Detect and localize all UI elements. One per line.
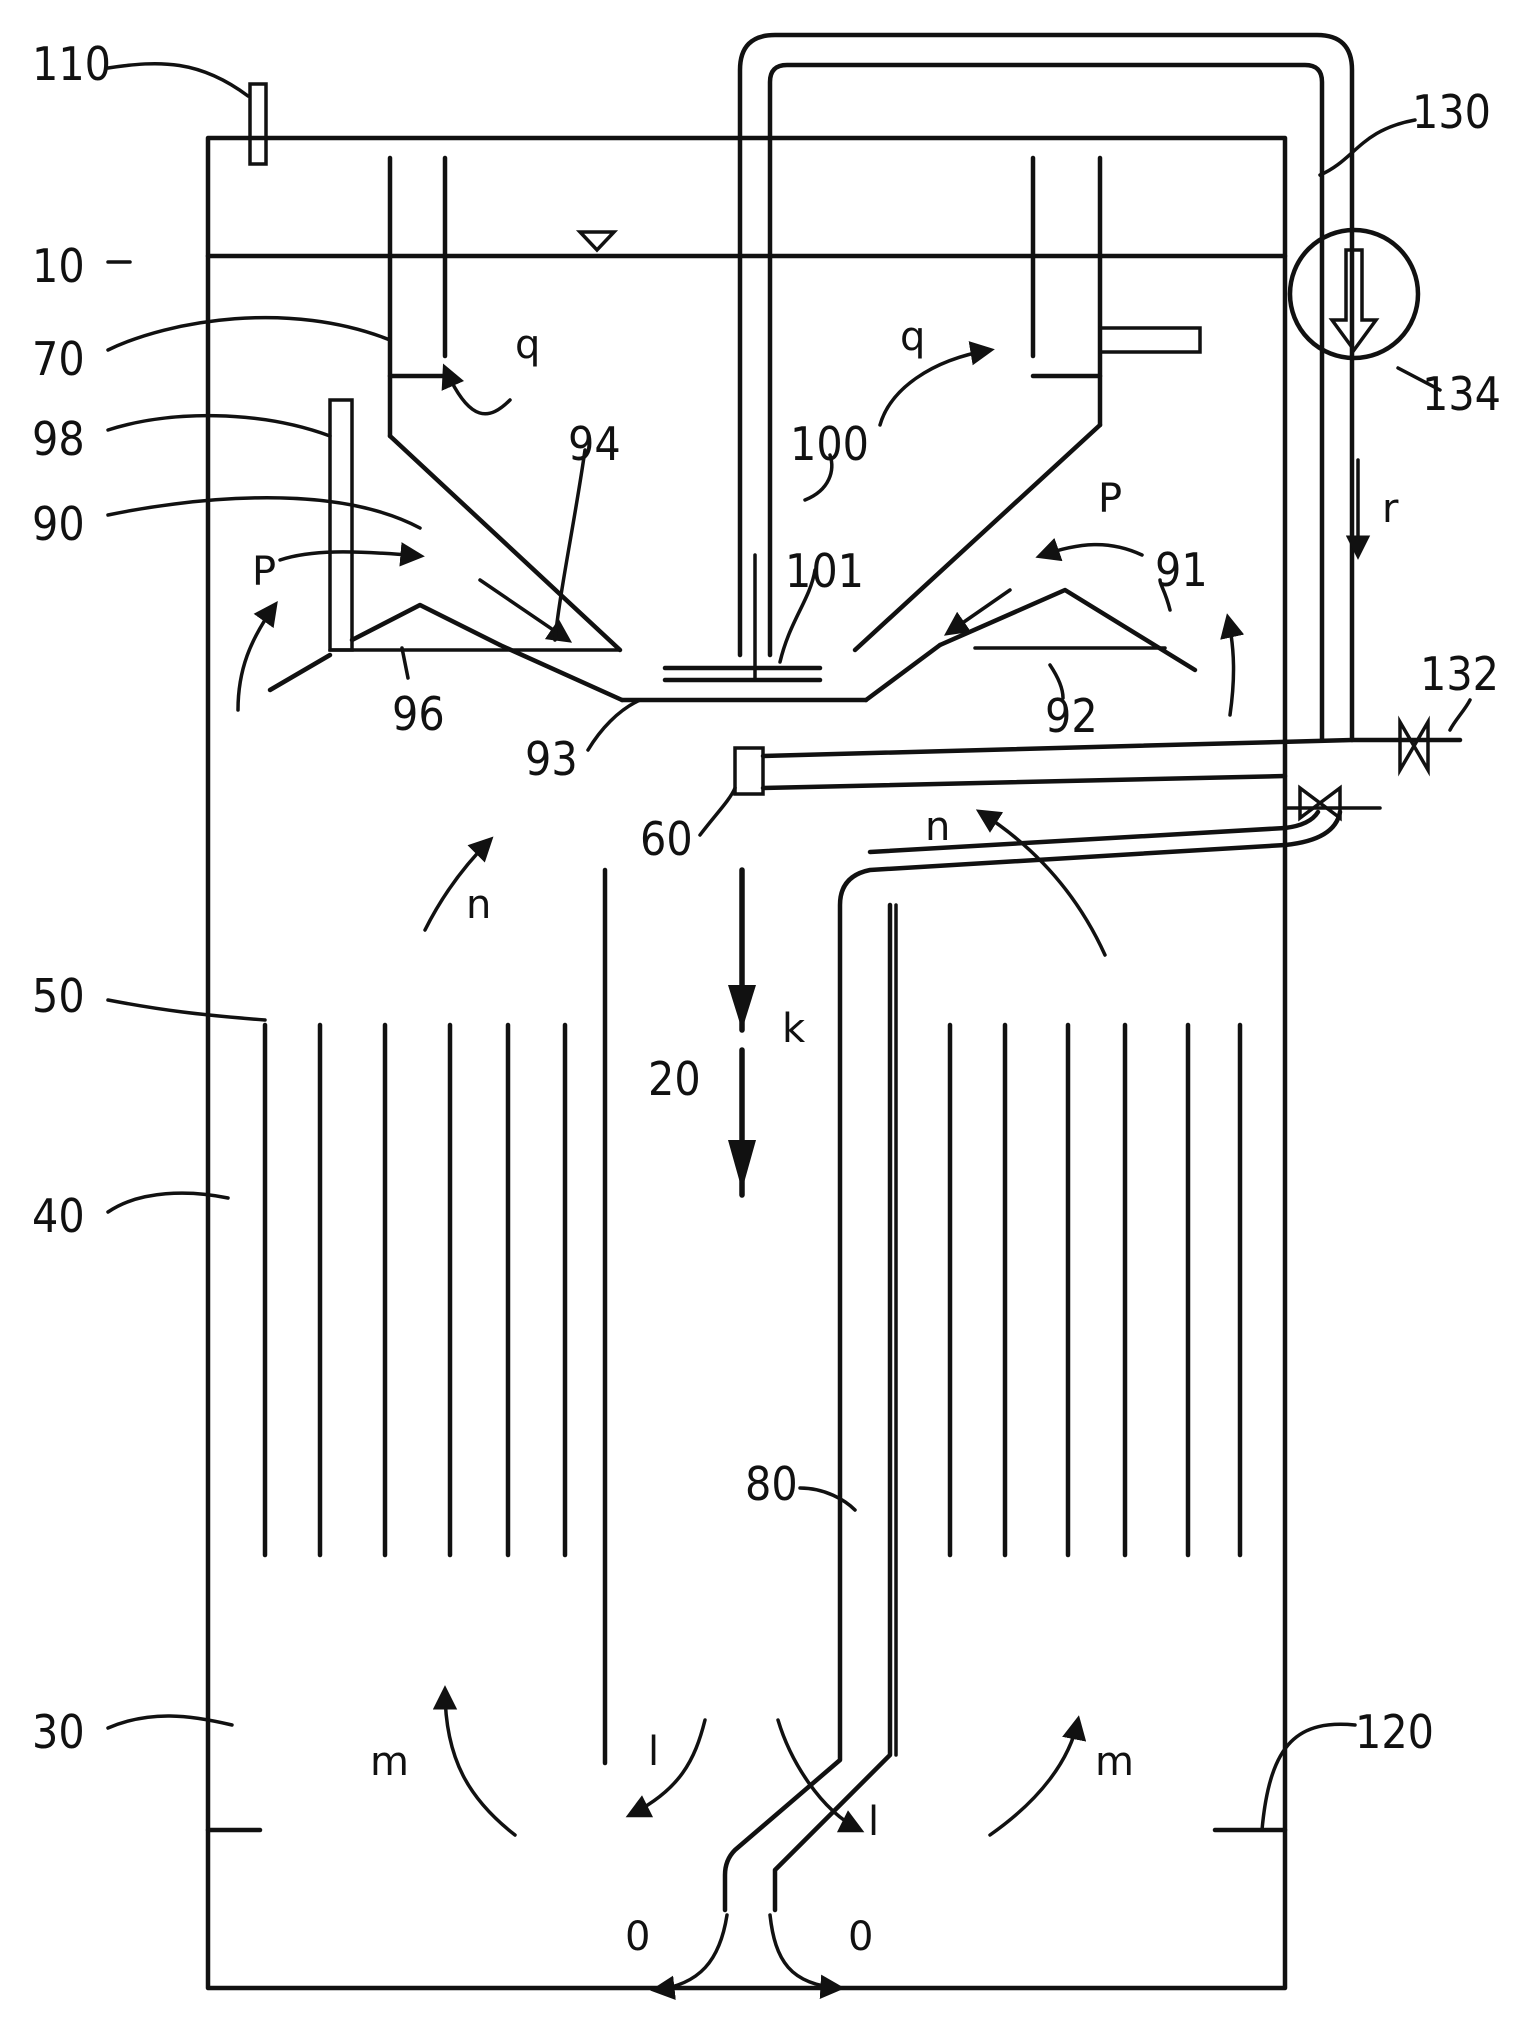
flow-meter-134 (1287, 227, 1421, 361)
leader-110 (106, 61, 250, 98)
flow-o-left: 0 (625, 1914, 650, 1960)
downflow-arrows (728, 867, 756, 1198)
flow-q-left: q (515, 322, 540, 368)
flow-l-left: l (648, 1729, 659, 1775)
label-70: 70 (32, 332, 85, 386)
label-10: 10 (32, 239, 85, 293)
right-lamella-plates (947, 1022, 1243, 1558)
label-40: 40 (32, 1189, 85, 1243)
flow-m-left: m (370, 1739, 409, 1785)
flow-p-left: P (252, 549, 276, 595)
label-100: 100 (790, 417, 869, 471)
label-94: 94 (568, 417, 621, 471)
label-90: 90 (32, 497, 85, 551)
label-92: 92 (1045, 689, 1098, 743)
label-91: 91 (1155, 543, 1208, 597)
left-separator (267, 155, 625, 703)
recirculation-line (733, 715, 1463, 822)
label-98: 98 (32, 412, 85, 466)
leader-lines (106, 118, 1472, 1832)
label-93: 93 (525, 732, 578, 786)
label-101: 101 (785, 544, 864, 598)
flow-m-right: m (1095, 1739, 1134, 1785)
label-120: 120 (1355, 1705, 1434, 1759)
tank-outline (205, 135, 1288, 1991)
vent-pipe (248, 82, 268, 166)
label-20: 20 (648, 1052, 701, 1106)
label-132: 132 (1420, 647, 1499, 701)
label-60: 60 (640, 812, 693, 866)
left-lamella-plates (262, 1022, 568, 1558)
flow-n-left: n (466, 882, 491, 928)
water-level-symbol (575, 230, 619, 253)
label-96: 96 (392, 687, 445, 741)
label-30: 30 (32, 1705, 85, 1759)
flow-r: r (1382, 486, 1399, 532)
meter-arrow (1328, 248, 1380, 353)
label-50: 50 (32, 969, 85, 1023)
flow-q-right: q (900, 314, 925, 360)
flow-arrows (236, 341, 1245, 2001)
label-80: 80 (745, 1457, 798, 1511)
label-110: 110 (32, 37, 111, 91)
riser-pipe (662, 32, 1355, 743)
flow-l-right: l (868, 1799, 879, 1845)
flow-n-right: n (925, 804, 950, 850)
flow-p-right: P (1098, 476, 1122, 522)
label-130: 130 (1412, 85, 1491, 139)
flow-k: k (782, 1006, 806, 1052)
label-134: 134 (1422, 367, 1501, 421)
downcomer-pipe-80 (722, 809, 1343, 1913)
right-separator (852, 155, 1202, 703)
flow-o-right: 0 (848, 1914, 873, 1960)
